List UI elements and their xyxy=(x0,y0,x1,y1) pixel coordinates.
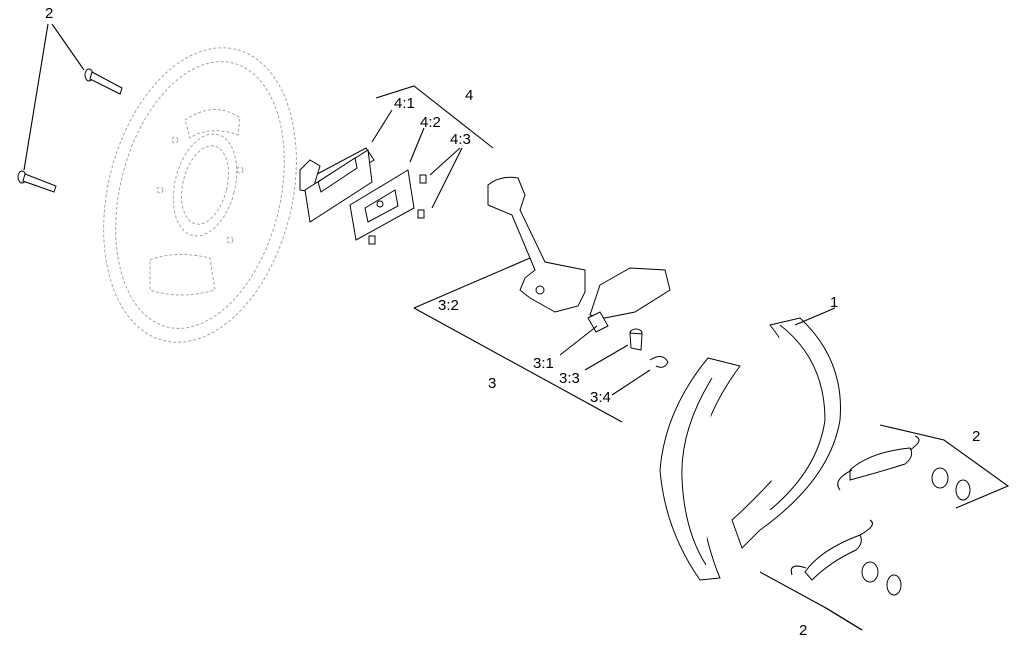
brake-shoes: 1 xyxy=(659,294,841,581)
screws-label: 4:3 xyxy=(450,131,471,148)
spring-kit-upper-label: 2 xyxy=(972,428,980,445)
mounting-bolts: 2 xyxy=(17,5,123,193)
spring-kit-upper: 2 xyxy=(837,424,1010,509)
lever-kit-label: 3 xyxy=(488,375,496,392)
lever-kit: 3:2 3:1 3:3 3:4 3 xyxy=(413,176,671,423)
spring-kit-lower: 2 xyxy=(759,519,902,639)
seal-kit-label: 4 xyxy=(465,87,473,104)
bolt-upper xyxy=(84,68,123,95)
pin-label: 3:3 xyxy=(559,370,580,387)
bolts-label: 2 xyxy=(45,5,53,22)
shoe-kit-label: 1 xyxy=(830,294,838,311)
clip-label: 3:4 xyxy=(590,389,611,406)
spring-kit-lower-label: 2 xyxy=(799,622,807,639)
adjuster-label: 3:1 xyxy=(533,355,554,372)
seal-cover-label: 4:1 xyxy=(394,95,415,112)
lever-label: 3:2 xyxy=(438,297,459,314)
seal-kit: 4:1 4:2 4:3 4 xyxy=(299,85,494,245)
seal-plate-label: 4:2 xyxy=(420,114,441,131)
bolt-lower xyxy=(17,170,57,193)
backing-plate xyxy=(103,47,297,343)
